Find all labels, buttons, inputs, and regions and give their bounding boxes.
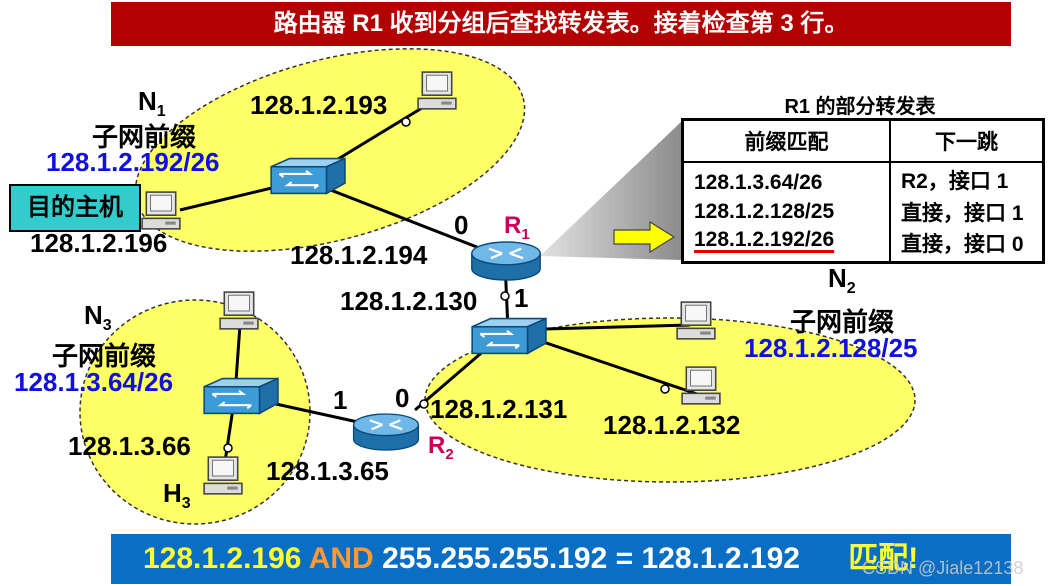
- pc-icon: [417, 71, 457, 110]
- table-cell-prefix: 128.1.2.128/25: [682, 195, 891, 229]
- router-icon: [470, 240, 542, 282]
- host-ip-n2: 128.1.2.132: [603, 410, 741, 440]
- subnet-n2-name: N2: [828, 263, 856, 298]
- pc-icon: [141, 191, 181, 230]
- r2-if1-num: 1: [333, 385, 348, 415]
- host-ip-n1-top: 128.1.2.193: [250, 90, 388, 120]
- pc-icon: [676, 301, 716, 340]
- table-row: 128.1.3.64/26 R2，接口 1: [682, 161, 1044, 196]
- router-r1-name: R1: [504, 212, 530, 243]
- host-ip-h3: 128.1.3.66: [68, 431, 191, 461]
- table-cell-next-hop: R2，接口 1: [901, 170, 1009, 194]
- table-header-prefix: 前缀匹配: [682, 119, 891, 163]
- subnet-n2-label: 子网前缀: [790, 307, 895, 337]
- calc-address: 128.1.2.196: [143, 542, 302, 575]
- switch-icon: [471, 317, 548, 355]
- destination-host-label: 目的主机: [9, 184, 141, 232]
- router-icon: [352, 412, 420, 452]
- subnet-n1-prefix: 128.1.2.192/26: [46, 147, 220, 177]
- table-row: 128.1.2.128/25 直接，接口 1: [682, 195, 1044, 229]
- table-cell-prefix: 128.1.2.192/26: [694, 228, 835, 252]
- watermark: CSDN @Jiale12138: [862, 558, 1024, 578]
- table-cell-prefix: 128.1.3.64/26: [682, 161, 891, 196]
- calc-operator: AND: [308, 542, 374, 575]
- r1-if1-num: 1: [514, 283, 529, 313]
- subnet-n1-name: N1: [138, 86, 166, 121]
- subnet-n3-label: 子网前缀: [52, 341, 157, 371]
- r1-if0-ip: 128.1.2.194: [290, 240, 428, 270]
- table-cell-next-hop: 直接，接口 0: [901, 233, 1024, 257]
- r1-if1-ip: 128.1.2.130: [340, 286, 478, 316]
- table-cell-next-hop: 直接，接口 1: [901, 201, 1024, 225]
- table-header-next-hop: 下一跳: [890, 119, 1044, 163]
- subnet-n1-label: 子网前缀: [92, 122, 197, 152]
- calculation-bar: 128.1.2.196 AND 255.255.255.192 = 128.1.…: [111, 534, 1011, 584]
- subnet-n3-area: [79, 299, 311, 525]
- pc-icon: [681, 366, 721, 405]
- r2-if0-ip: 128.1.2.131: [430, 394, 568, 424]
- forwarding-table: 前缀匹配 下一跳 128.1.3.64/26 R2，接口 1 128.1.2.1…: [681, 118, 1045, 264]
- switch-icon: [270, 157, 347, 195]
- pc-icon: [203, 456, 243, 495]
- subnet-n3-prefix: 128.1.3.64/26: [14, 367, 174, 397]
- pc-icon: [219, 291, 259, 330]
- table-row-highlighted: 128.1.2.192/26 直接，接口 0: [682, 228, 1044, 263]
- switch-icon: [203, 377, 280, 415]
- title-banner: 路由器 R1 收到分组后查找转发表。接着检查第 3 行。: [111, 2, 1011, 46]
- forwarding-table-title: R1 的部分转发表: [784, 96, 936, 118]
- row-pointer-arrow: [613, 220, 676, 254]
- lookup-funnel: [540, 122, 681, 260]
- calc-mask-result: 255.255.255.192 = 128.1.2.192: [382, 542, 800, 575]
- r2-if1-ip: 128.1.3.65: [266, 456, 389, 486]
- destination-host-ip: 128.1.2.196: [30, 228, 168, 258]
- host-h3-name: H3: [163, 478, 191, 513]
- subnet-n2-prefix: 128.1.2.128/25: [744, 333, 918, 363]
- subnet-n3-name: N3: [84, 300, 112, 335]
- r1-if0-num: 0: [454, 210, 469, 240]
- subnet-n2-area: [424, 317, 916, 483]
- r2-if0-num: 0: [395, 383, 410, 413]
- router-r2-name: R2: [428, 432, 454, 463]
- calc-match: 匹配!: [848, 542, 919, 575]
